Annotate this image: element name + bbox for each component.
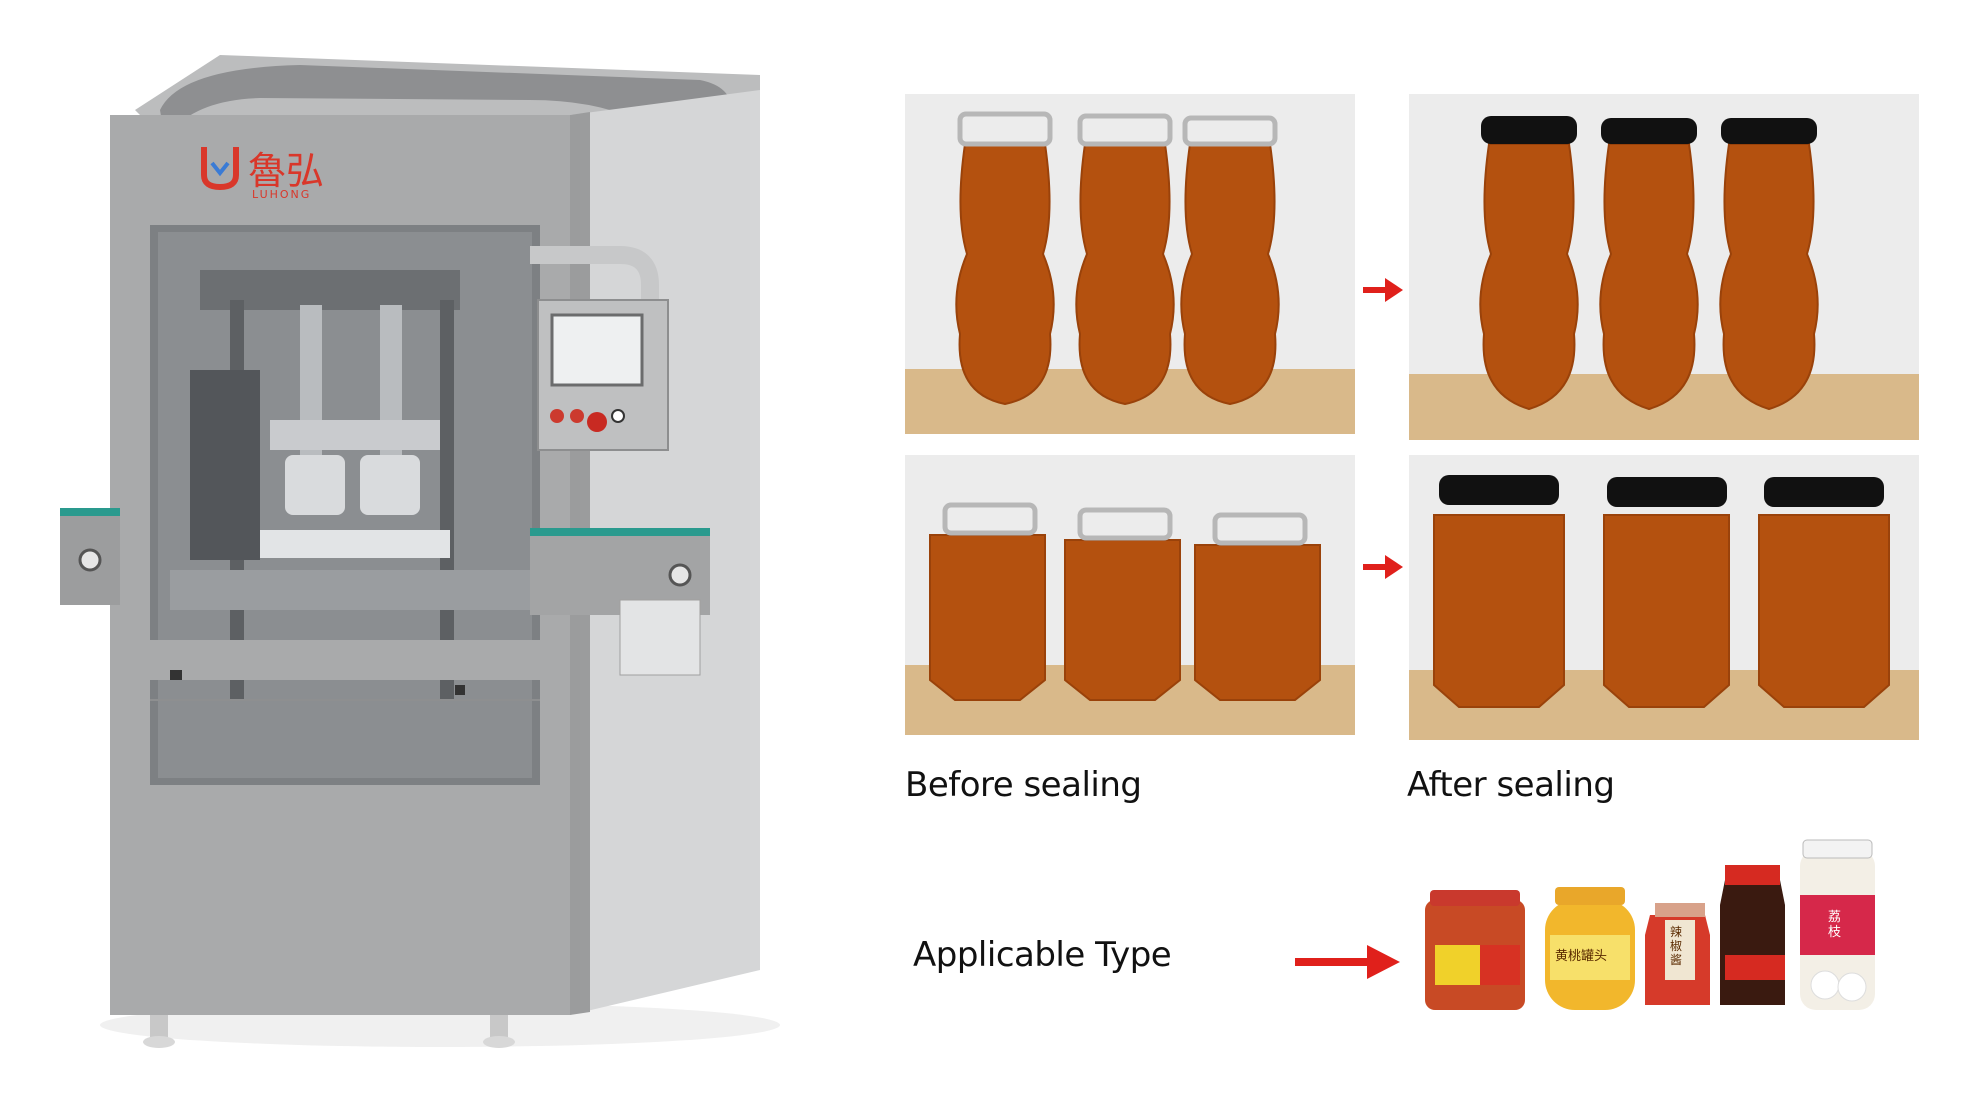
brand-latin-text: LUHONG xyxy=(252,188,312,201)
arrow-right-icon xyxy=(1363,555,1403,579)
chili-sauce-jar-label: 辣椒酱 xyxy=(1670,925,1683,967)
photo-tall-jars-after xyxy=(1409,94,1919,440)
capping-machine-illustration xyxy=(60,40,820,1060)
product-jars-row: 黄桃罐头 辣椒酱 荔枝 xyxy=(1420,835,1920,1015)
photo-hex-jars-after xyxy=(1409,455,1919,740)
applicable-type-caption: Applicable Type xyxy=(913,935,1172,975)
chili-sauce-jar xyxy=(1645,903,1710,1005)
after-sealing-caption: After sealing xyxy=(1407,765,1615,805)
photo-tall-jars-before xyxy=(905,94,1355,434)
lychee-jar xyxy=(1800,839,1875,1010)
lychee-jar-label: 荔枝 xyxy=(1828,910,1842,940)
peach-jar-label: 黄桃罐头 xyxy=(1555,949,1608,964)
peach-jar xyxy=(1545,887,1635,1010)
chili-jar-red xyxy=(1425,890,1525,1010)
arrow-right-icon xyxy=(1363,278,1403,302)
black-bean-jar xyxy=(1720,865,1785,1005)
before-sealing-caption: Before sealing xyxy=(905,765,1142,805)
brand-name-text: 魯弘 xyxy=(248,149,325,193)
arrow-right-icon xyxy=(1295,945,1400,979)
brand-logo: 魯弘 LUHONG xyxy=(200,140,370,210)
photo-hex-jars-before xyxy=(905,455,1355,735)
